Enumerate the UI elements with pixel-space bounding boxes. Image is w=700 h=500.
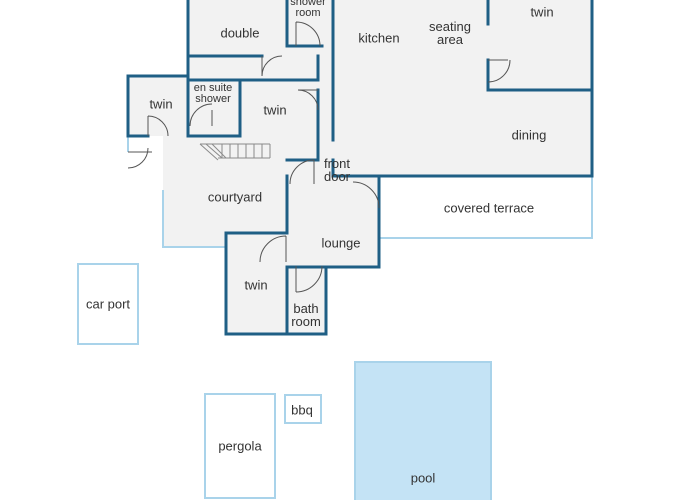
label-twin-left: twin: [149, 96, 173, 112]
steps: [199, 143, 271, 161]
pergola-outline: [204, 393, 276, 499]
label-pool: pool: [410, 470, 436, 486]
door-swings: [127, 21, 511, 293]
label-lounge: lounge: [321, 235, 361, 251]
label-courtyard: courtyard: [207, 189, 263, 205]
label-car-port: car port: [85, 296, 131, 312]
label-bbq: bbq: [291, 402, 313, 418]
car-port-outline: [77, 263, 139, 345]
label-double: double: [220, 25, 260, 41]
bbq-outline: [284, 394, 322, 424]
walls: [126, 0, 594, 336]
label-twin-middle: twin: [263, 102, 287, 118]
floor-fills: [128, 0, 592, 334]
label-kitchen: kitchen: [358, 30, 400, 46]
label-dining: dining: [511, 127, 547, 143]
pool-shape: [354, 361, 492, 500]
label-twin-top-right: twin: [530, 4, 554, 20]
outdoor-outlines: [127, 136, 593, 248]
label-covered-terrace: covered terrace: [443, 200, 535, 216]
label-pergola: pergola: [218, 438, 262, 454]
label-twin-bottom: twin: [244, 277, 268, 293]
